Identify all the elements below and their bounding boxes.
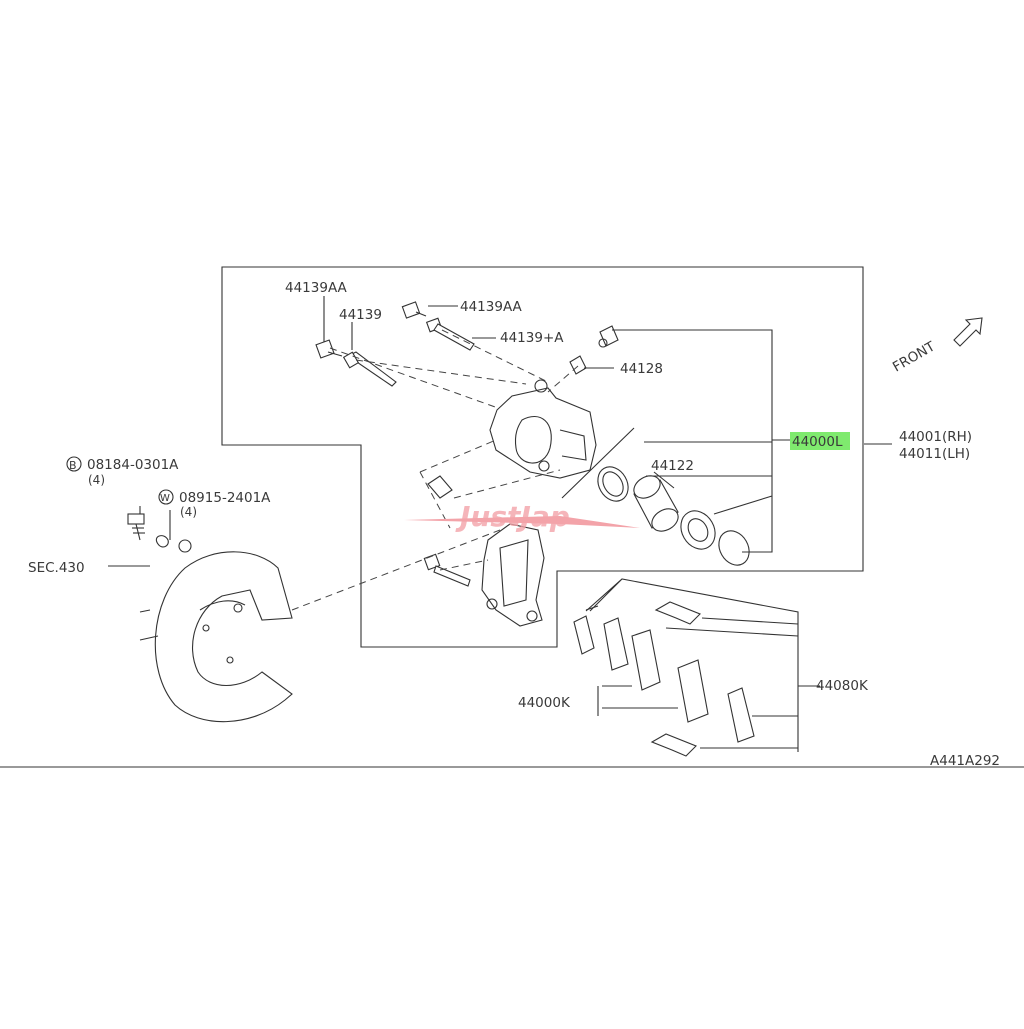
bolt-44139AA-left-icon (315, 339, 343, 359)
bleeder-cap-icon (598, 325, 619, 348)
label-08184-letter: B (69, 459, 77, 472)
watermark-logo: JustJap (404, 500, 640, 533)
callout-w-icon (158, 489, 174, 505)
leader-lines (108, 296, 892, 749)
brake-pad-inner-icon (677, 659, 709, 723)
pad-shim-inner-icon (727, 687, 755, 743)
pad-kit-bracket (585, 578, 799, 752)
label-44139AA-right: 44139AA (460, 299, 523, 315)
pad-retainer-clip-top-icon (654, 601, 701, 625)
callout-b-icon (66, 456, 82, 472)
label-44000L: 44000L (792, 434, 843, 450)
pad-shim-outer-icon (573, 615, 595, 655)
washer-08915-icon (155, 535, 169, 548)
label-44001: 44001(RH) (899, 429, 972, 445)
bolt-08184-icon (127, 513, 145, 541)
label-44139AA-left: 44139AA (285, 280, 348, 296)
label-44139: 44139 (339, 307, 382, 323)
bolt-44139AA-right-icon (401, 301, 427, 319)
label-diagram-code: A441A292 (930, 753, 1000, 769)
bleeder-44128-icon (569, 355, 587, 375)
guide-pin-44139A-icon (425, 317, 475, 351)
caliper-body-icon (489, 379, 597, 479)
highlight-44000L (790, 432, 850, 450)
label-sec430: SEC.430 (28, 560, 85, 576)
label-44128: 44128 (620, 361, 663, 377)
label-44139A: 44139+A (500, 330, 564, 346)
piston-44122-icon (633, 475, 679, 532)
watermark-text: JustJap (455, 500, 570, 533)
caliper-bracket-icon (481, 523, 545, 627)
brake-backing-plate (139, 551, 293, 723)
piston-seal-ring-icon (597, 466, 629, 502)
front-arrow-icon (953, 317, 983, 347)
label-08915: 08915-2401A (179, 490, 271, 506)
assembly-lines (291, 329, 579, 611)
caliper-assembly-frame (221, 266, 864, 648)
label-44122: 44122 (651, 458, 694, 474)
label-08184: 08184-0301A (87, 457, 179, 473)
pin-boot-icon (427, 475, 453, 499)
lower-guide-pin-icon (423, 553, 471, 587)
label-44011: 44011(LH) (899, 446, 970, 462)
label-44000K: 44000K (518, 695, 571, 711)
label-44080K: 44080K (816, 678, 869, 694)
piston-cap-icon (718, 530, 750, 566)
pad-retainer-clip-bottom-icon (650, 733, 697, 757)
piston-boot-icon (680, 510, 716, 550)
label-08915-qty: (4) (180, 505, 197, 519)
shield-clip-icon (178, 539, 192, 553)
label-08184-qty: (4) (88, 473, 105, 487)
label-08915-letter: W (160, 493, 170, 504)
brake-pad-outer-icon (603, 617, 661, 691)
label-front: FRONT (890, 338, 939, 375)
